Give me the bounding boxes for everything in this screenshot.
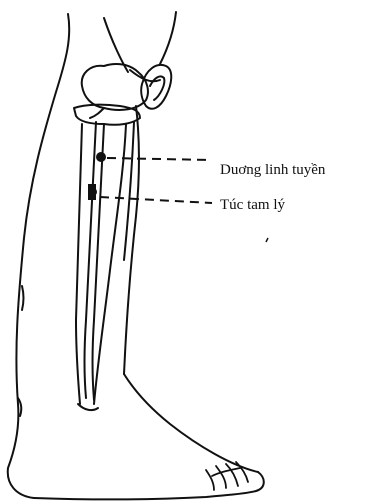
point-marker (96, 152, 106, 162)
leg-outline (8, 12, 264, 499)
point-marker-shadow (88, 184, 96, 200)
point-label: Duơng linh tuyền (220, 162, 326, 178)
point-label: Túc tam lý (220, 197, 285, 213)
stray-mark (266, 238, 268, 242)
leader-line (100, 197, 212, 203)
knee-bones (74, 64, 171, 125)
